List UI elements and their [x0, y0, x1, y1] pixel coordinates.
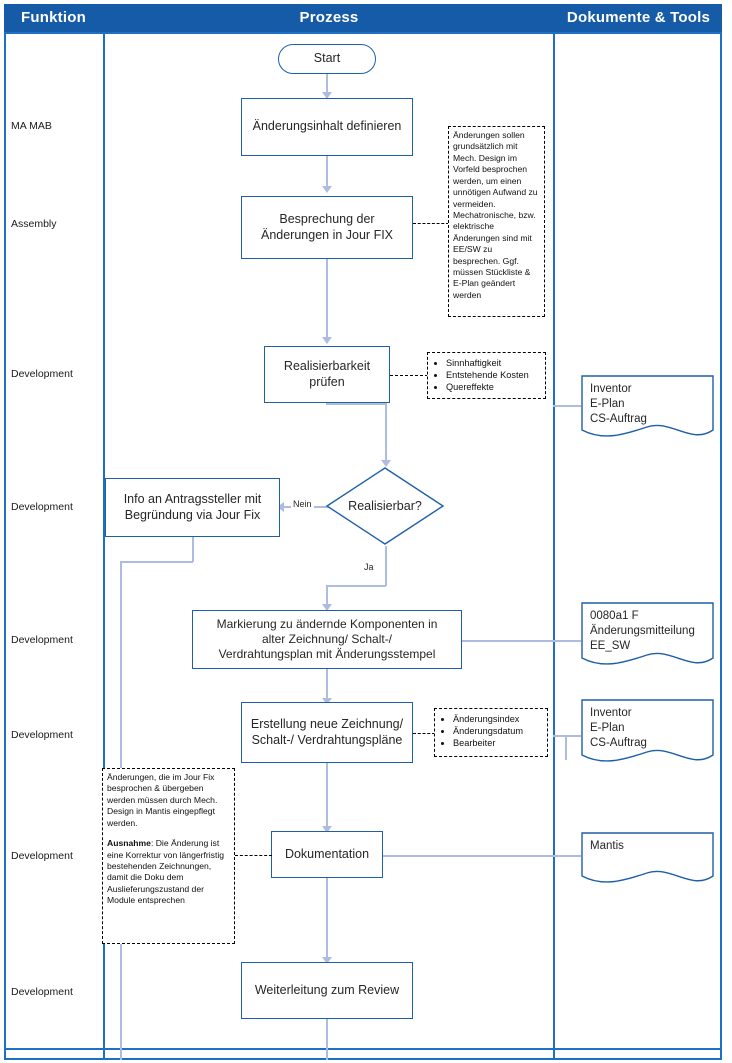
document-mantis[interactable]: Mantis	[581, 832, 714, 888]
header-funktion: Funktion	[21, 9, 86, 26]
dash-connector-meeting-note	[413, 223, 449, 224]
connector-info-left	[120, 561, 193, 563]
dash-connector-drawing-note	[413, 733, 435, 734]
document-aenderungsmitteilung[interactable]: 0080a1 F Änderungsmitteilung EE_SW	[581, 602, 714, 668]
frame-bottom-rule	[4, 1048, 722, 1050]
lane-label-ma-mab: MA MAB	[11, 120, 52, 132]
document-inventor-text-2: Inventor E-Plan CS-Auftrag	[590, 707, 647, 750]
shape-erstellung-neue-zeichnung[interactable]: Erstellung neue Zeichnung/ Schalt-/ Verd…	[241, 702, 413, 763]
connector-ja-left	[326, 585, 386, 587]
note-documentation: Änderungen, die im Jour Fix besprochen &…	[102, 768, 235, 944]
note-documentation-exception-label: Ausnahme	[107, 838, 151, 849]
edge-label-nein: Nein	[291, 499, 314, 509]
connector-start-to-define	[326, 74, 328, 98]
shape-dokumentation[interactable]: Dokumentation	[271, 831, 383, 878]
note-drawing: Änderungsindex Änderungsdatum Bearbeiter	[434, 708, 548, 757]
feasibility-bullet-list: Sinnhaftigkeit Entstehende Kosten Queref…	[432, 357, 541, 394]
lane-divider-funktion	[103, 34, 105, 1060]
shape-weiterleitung-review[interactable]: Weiterleitung zum Review	[241, 962, 413, 1019]
connector-decision-ja	[385, 546, 387, 586]
shape-realisierbarkeit-pruefen[interactable]: Realisierbarkeit prüfen	[264, 346, 390, 403]
bullet-bearbeiter: Bearbeiter	[453, 737, 543, 749]
drawing-bullet-list: Änderungsindex Änderungsdatum Bearbeiter	[439, 713, 543, 750]
connector-doc-documentation	[382, 855, 581, 857]
bullet-aenderungsindex: Änderungsindex	[453, 713, 543, 725]
connector-feasibility-right	[326, 403, 386, 405]
header-prozess: Prozess	[299, 9, 359, 26]
bullet-sinnhaftigkeit: Sinnhaftigkeit	[446, 357, 541, 369]
header-underline	[4, 32, 722, 34]
connector-doc-drawing-v	[565, 735, 567, 760]
connector-info-down	[192, 537, 194, 562]
bullet-entstehende-kosten: Entstehende Kosten	[446, 369, 541, 381]
note-documentation-p2: Ausnahme: Die Änderung ist eine Korrektu…	[107, 838, 230, 907]
lane-label-development-1: Development	[11, 368, 73, 380]
lane-label-development-4: Development	[11, 729, 73, 741]
connector-doc-feasibility	[553, 405, 581, 407]
note-documentation-exception-text: : Die Änderung ist eine Korrektur von lä…	[107, 838, 225, 906]
connector-documentation-to-review	[326, 878, 328, 962]
shape-aenderungsinhalt-definieren[interactable]: Änderungsinhalt definieren	[241, 98, 413, 156]
shape-decision-realisierbar[interactable]: Realisierbar?	[325, 466, 445, 546]
connector-review-to-bottom	[326, 1019, 328, 1060]
header-dokumente-tools: Dokumente & Tools	[566, 9, 711, 26]
dash-connector-documentation-note	[235, 855, 272, 856]
frame-left-bottom	[4, 1050, 6, 1060]
frame-bottom-edge	[4, 1058, 722, 1060]
arrowhead-drawing	[322, 698, 332, 705]
decision-label: Realisierbar?	[348, 499, 422, 513]
document-inventor-eplan-2[interactable]: Inventor E-Plan CS-Auftrag	[581, 699, 714, 765]
lane-label-development-3: Development	[11, 634, 73, 646]
shape-info-an-antragssteller[interactable]: Info an Antragssteller mit Begründung vi…	[105, 478, 280, 537]
arrowhead-review	[322, 957, 332, 964]
document-inventor-text-1: Inventor E-Plan CS-Auftrag	[590, 383, 647, 426]
connector-define-to-meeting	[326, 156, 328, 190]
note-meeting: Änderungen sollen grundsätzlich mit Mech…	[448, 126, 545, 317]
note-feasibility: Sinnhaftigkeit Entstehende Kosten Queref…	[427, 352, 546, 399]
bullet-aenderungsdatum: Änderungsdatum	[453, 725, 543, 737]
arrowhead-decision	[381, 460, 391, 467]
arrowhead-meeting	[322, 186, 332, 193]
arrowhead-feasibility	[322, 337, 332, 344]
shape-markierung-komponenten[interactable]: Markierung zu ändernde Komponenten in al…	[192, 610, 462, 669]
lane-label-assembly: Assembly	[11, 218, 57, 230]
connector-meeting-to-feasibility	[326, 259, 328, 342]
frame-right	[720, 4, 722, 1050]
document-aenderungsmitteilung-text: 0080a1 F Änderungsmitteilung EE_SW	[590, 610, 695, 653]
bullet-quereffekte: Quereffekte	[446, 381, 541, 393]
shape-besprechung-jour-fix[interactable]: Besprechung der Änderungen in Jour FIX	[241, 196, 413, 259]
edge-label-ja: Ja	[362, 562, 376, 572]
document-inventor-eplan-1[interactable]: Inventor E-Plan CS-Auftrag	[581, 375, 714, 440]
note-documentation-spacer	[107, 829, 230, 838]
header-bar	[4, 4, 722, 32]
dash-connector-feasibility-note	[390, 375, 428, 376]
connector-drawing-to-documentation	[326, 763, 328, 831]
connector-doc-drawing	[553, 735, 581, 737]
arrowhead-info	[277, 502, 284, 512]
connector-doc-marking	[462, 640, 581, 642]
shape-start[interactable]: Start	[278, 44, 376, 74]
document-mantis-text: Mantis	[590, 840, 624, 852]
lane-label-development-2: Development	[11, 501, 73, 513]
note-documentation-p1: Änderungen, die im Jour Fix besprochen &…	[107, 772, 218, 828]
arrowhead-define	[322, 92, 332, 99]
lane-divider-prozess	[553, 34, 555, 1060]
arrowhead-documentation	[322, 826, 332, 833]
connector-feasibility-to-decision	[385, 403, 387, 465]
connector-marking-to-drawing	[326, 669, 328, 702]
arrowhead-marking	[322, 604, 332, 611]
frame-right-bottom	[720, 1050, 722, 1060]
connector-ja-to-marking	[326, 585, 328, 610]
frame-left	[4, 4, 6, 1050]
lane-label-development-6: Development	[11, 986, 73, 998]
lane-label-development-5: Development	[11, 850, 73, 862]
